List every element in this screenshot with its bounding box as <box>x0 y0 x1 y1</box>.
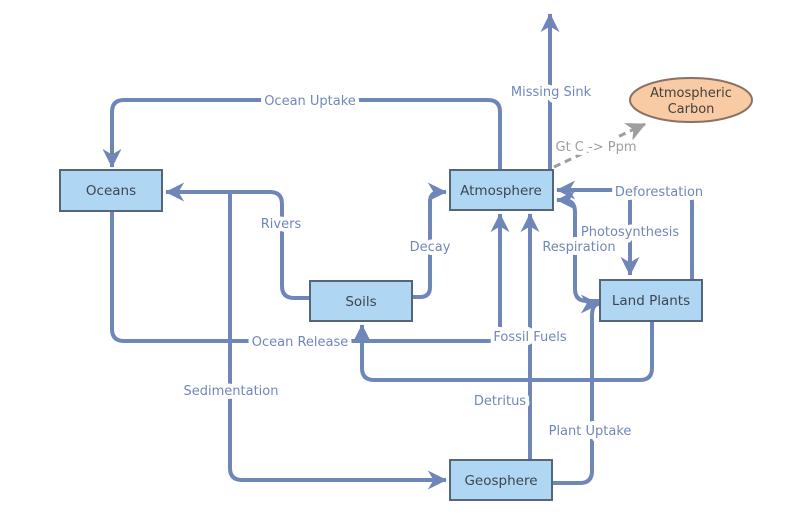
atmosphere-label: Atmosphere <box>460 183 542 199</box>
edge-label-deforestation: Deforestation <box>615 185 703 200</box>
node-atmosphere[interactable]: Atmosphere <box>449 169 554 211</box>
atmosphere-box[interactable] <box>449 169 554 211</box>
edge-label-rivers: Rivers <box>261 217 302 232</box>
node-oceans[interactable]: Oceans <box>59 169 163 212</box>
edge-label-ocean-release: Ocean Release <box>252 335 349 350</box>
edge-label-respiration: Respiration <box>542 240 615 255</box>
edge-gt-c-to-ppm[interactable] <box>553 122 646 169</box>
node-geosphere[interactable]: Geosphere <box>449 459 553 501</box>
edge-label-decay: Decay <box>410 240 451 255</box>
edge-label-plant-uptake: Plant Uptake <box>549 424 632 439</box>
edge-ocean-uptake[interactable] <box>102 98 502 170</box>
node-soils[interactable]: Soils <box>309 280 413 322</box>
atmospheric-carbon-label-line2: Carbon <box>668 102 715 117</box>
geosphere-box[interactable] <box>449 459 553 501</box>
edge-sedimentation[interactable] <box>228 192 447 490</box>
oceans-label: Oceans <box>86 183 136 199</box>
edge-rivers[interactable] <box>165 182 310 300</box>
soils-label: Soils <box>345 294 376 310</box>
node-land-plants[interactable]: Land Plants <box>599 279 703 322</box>
edge-label-gt-c-to-ppm: Gt C -> Ppm <box>556 140 637 155</box>
atmospheric-carbon-ellipse[interactable] <box>629 77 753 123</box>
geosphere-label: Geosphere <box>464 473 537 489</box>
edge-plant-uptake[interactable] <box>552 294 600 485</box>
land-plants-box[interactable] <box>599 279 703 322</box>
edge-ocean-release[interactable] <box>110 211 510 343</box>
edge-detritus[interactable] <box>352 321 654 382</box>
land-plants-label: Land Plants <box>612 293 690 309</box>
edge-label-photosynthesis: Photosynthesis <box>581 225 680 240</box>
edge-label-missing-sink: Missing Sink <box>511 85 592 100</box>
edge-label-sedimentation: Sedimentation <box>184 384 279 399</box>
edge-label-fossil-fuels: Fossil Fuels <box>493 330 566 345</box>
oceans-box[interactable] <box>59 169 163 212</box>
edge-label-detritus: Detritus <box>474 394 526 409</box>
atmospheric-carbon-label-line1: Atmospheric <box>650 86 732 101</box>
edge-label-ocean-uptake: Ocean Uptake <box>264 94 356 109</box>
edge-decay[interactable] <box>412 182 447 299</box>
node-atmospheric-carbon[interactable]: Atmospheric Carbon <box>629 77 753 123</box>
soils-box[interactable] <box>309 280 413 322</box>
edge-deforestation[interactable] <box>556 180 694 279</box>
